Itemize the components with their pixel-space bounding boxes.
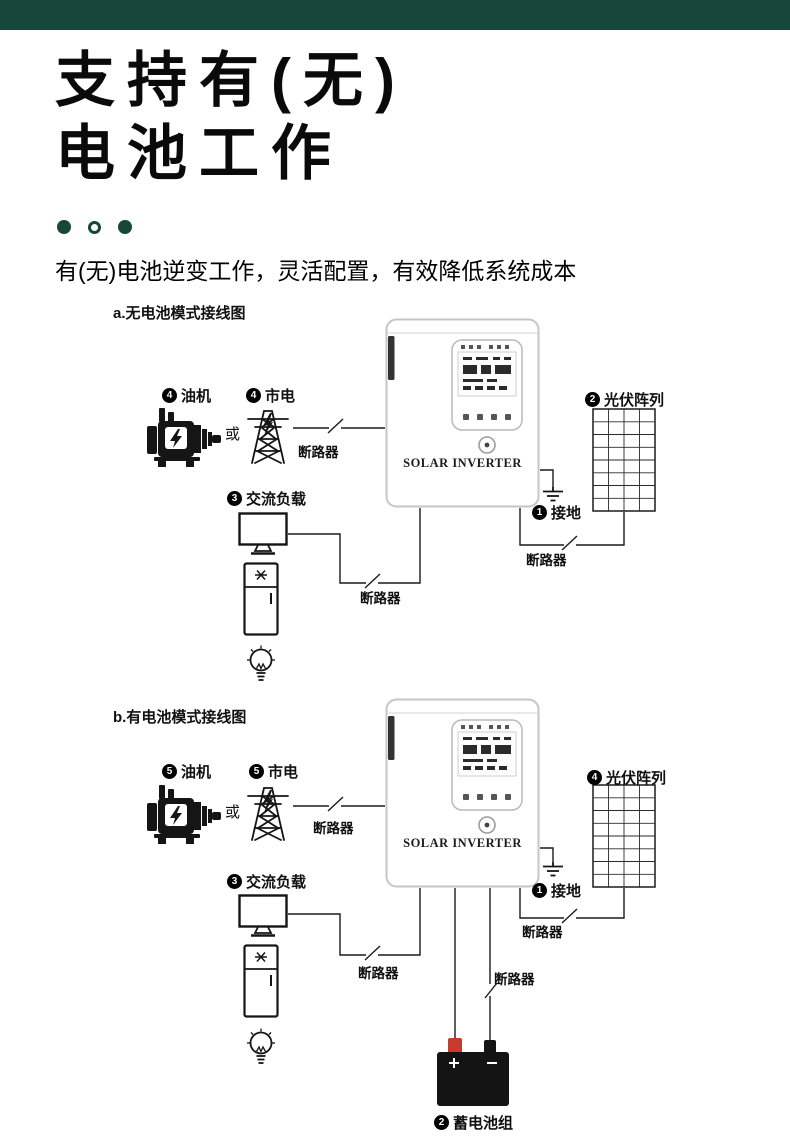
generator-label-text-a: 油机 bbox=[181, 388, 212, 405]
bulb-icon-b bbox=[246, 1028, 276, 1064]
fridge-icon-b bbox=[243, 944, 279, 1018]
monitor-icon-a bbox=[238, 512, 288, 555]
badge-pv-b: 4 bbox=[587, 770, 602, 785]
badge-ground-b: 1 bbox=[532, 883, 547, 898]
ground-label-a: 1 接地 bbox=[532, 502, 581, 523]
monitor-icon-b bbox=[238, 894, 288, 937]
wires-diagram-a bbox=[288, 418, 625, 589]
utility-tower-icon-b bbox=[247, 787, 289, 841]
pv-array-icon-a bbox=[592, 408, 656, 512]
ground-label-b: 1 接地 bbox=[532, 880, 581, 901]
ground-icon-a bbox=[542, 487, 564, 502]
or-label-a: 或 bbox=[225, 426, 241, 443]
page-subtitle: 有(无)电池逆变工作，灵活配置，有效降低系统成本 bbox=[55, 258, 577, 284]
utility-label-b: 5 市电 bbox=[249, 761, 298, 782]
ground-icon-b bbox=[542, 862, 564, 877]
generator-icon-b bbox=[147, 785, 221, 844]
fridge-icon-a bbox=[243, 562, 279, 636]
inverter-brand-a: SOLAR INVERTER bbox=[403, 456, 522, 470]
badge-battery-b: 2 bbox=[434, 1115, 449, 1130]
badge-ground-a: 1 bbox=[532, 505, 547, 520]
page-title-line1: 支持有(无) bbox=[55, 47, 407, 114]
ac-load-label-a: 3 交流负载 bbox=[227, 488, 306, 509]
page-title-line2: 电池工作 bbox=[55, 120, 343, 188]
inverter-brand-b: SOLAR INVERTER bbox=[403, 836, 522, 850]
badge-pv-a: 2 bbox=[585, 392, 600, 407]
top-accent-bar bbox=[0, 0, 790, 30]
battery-icon-b bbox=[436, 1037, 510, 1107]
decorative-dots bbox=[57, 220, 132, 234]
utility-tower-icon-a bbox=[247, 410, 289, 464]
pv-array-label-text-b: 光伏阵列 bbox=[606, 770, 667, 787]
badge-generator-b: 5 bbox=[162, 764, 177, 779]
ac-load-label-text-a: 交流负载 bbox=[246, 491, 307, 508]
diagram-b-caption: b.有电池模式接线图 bbox=[113, 709, 247, 726]
pv-array-label-a: 2 光伏阵列 bbox=[585, 389, 664, 410]
generator-label-text-b: 油机 bbox=[181, 764, 212, 781]
badge-ac-load-b: 3 bbox=[227, 874, 242, 889]
utility-label-a: 4 市电 bbox=[246, 385, 295, 406]
diagram-a-caption: a.无电池模式接线图 bbox=[113, 305, 246, 322]
inverter-icon-b bbox=[385, 698, 540, 888]
badge-utility-a: 4 bbox=[246, 388, 261, 403]
dot-filled-2 bbox=[118, 220, 132, 234]
ground-label-text-a: 接地 bbox=[551, 505, 582, 522]
breaker-label-pv-a: 断路器 bbox=[526, 553, 567, 568]
wires-diagram-b bbox=[288, 796, 625, 1040]
page-title: 支持有(无) 电池工作 bbox=[55, 44, 407, 190]
badge-generator-a: 4 bbox=[162, 388, 177, 403]
battery-label-b: 2 蓄电池组 bbox=[434, 1112, 513, 1133]
badge-utility-b: 5 bbox=[249, 764, 264, 779]
breaker-label-load-a: 断路器 bbox=[360, 591, 401, 606]
badge-ac-load-a: 3 bbox=[227, 491, 242, 506]
ac-load-label-text-b: 交流负载 bbox=[246, 874, 307, 891]
dot-hollow bbox=[88, 220, 101, 234]
generator-label-b: 5 油机 bbox=[162, 761, 211, 782]
inverter-icon-a bbox=[385, 318, 540, 508]
pv-array-icon-b bbox=[592, 784, 656, 888]
pv-array-label-b: 4 光伏阵列 bbox=[587, 767, 666, 788]
breaker-label-utility-b: 断路器 bbox=[313, 821, 354, 836]
battery-label-text-b: 蓄电池组 bbox=[453, 1115, 514, 1132]
breaker-label-battery-b: 断路器 bbox=[494, 972, 535, 987]
breaker-label-pv-b: 断路器 bbox=[522, 925, 563, 940]
bulb-icon-a bbox=[246, 645, 276, 681]
utility-label-text-b: 市电 bbox=[268, 764, 299, 781]
breaker-label-load-b: 断路器 bbox=[358, 966, 399, 981]
utility-label-text-a: 市电 bbox=[265, 388, 296, 405]
ac-load-label-b: 3 交流负载 bbox=[227, 871, 306, 892]
generator-label-a: 4 油机 bbox=[162, 385, 211, 406]
ground-label-text-b: 接地 bbox=[551, 883, 582, 900]
pv-array-label-text-a: 光伏阵列 bbox=[604, 392, 665, 409]
or-label-b: 或 bbox=[225, 804, 241, 821]
breaker-label-utility-a: 断路器 bbox=[298, 445, 339, 460]
dot-filled-1 bbox=[57, 220, 71, 234]
generator-icon-a bbox=[147, 408, 221, 467]
